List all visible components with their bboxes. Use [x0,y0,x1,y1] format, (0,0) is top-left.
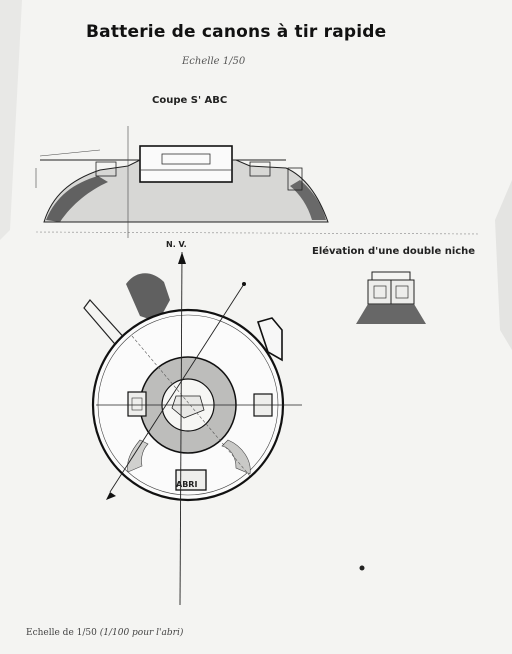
page-shading [0,0,512,350]
niche-elevation [356,271,426,324]
elevation-label: Elévation d'une double niche [312,246,476,257]
plan-drawing [83,251,365,606]
scale-note: Echelle 1/50 [182,56,246,67]
bottom-scale: Echelle de 1/50 (1/100 pour l'abri) [26,628,183,638]
shelter-label: ABRI [176,480,198,489]
north-label: N. V. [166,240,187,249]
bottom-scale-note: (1/100 pour l'abri) [99,628,184,638]
bottom-scale-text: Echelle de 1/50 [26,628,97,638]
section-drawing [35,126,481,238]
section-label: Coupe S' ABC [152,95,228,106]
drawing-title: Batterie de canons à tir rapide [86,22,387,42]
